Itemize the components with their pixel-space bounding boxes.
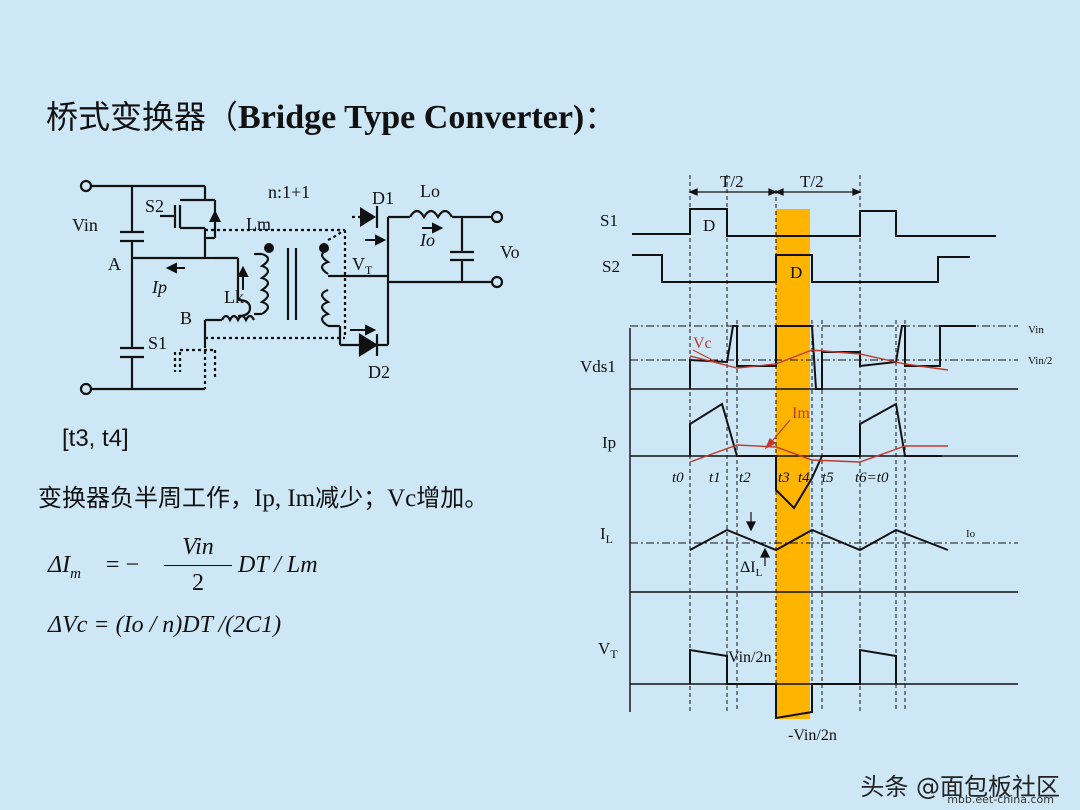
label-duty-s1: D <box>703 216 715 235</box>
slide-title: 桥式变换器（Bridge Type Converter)： <box>46 98 617 136</box>
row-label-s1: S1 <box>600 211 618 230</box>
switching-waveforms: T/2 T/2 S1 S2 Vds1 Ip IL VT D D Vin Vin/… <box>580 172 1052 744</box>
label-lo: Lo <box>420 181 440 201</box>
time-label-t1: t1 <box>709 470 721 486</box>
time-label-t5: t5 <box>822 470 834 486</box>
label-lk: Lk <box>224 287 244 307</box>
label-vt-negative: -Vin/2n <box>788 727 837 744</box>
row-label-ip: Ip <box>602 433 616 452</box>
label-node-a: A <box>108 254 121 274</box>
label-d1: D1 <box>372 188 394 208</box>
time-label-t6: t6=t0 <box>855 470 889 486</box>
time-interval: [t3, t4] <box>62 425 129 452</box>
row-label-s2: S2 <box>602 257 620 276</box>
time-label-t3: t3 <box>778 470 790 486</box>
label-vt-positive: Vin/2n <box>728 649 771 666</box>
label-turns-ratio: n:1+1 <box>268 182 310 202</box>
label-im: Im <box>792 405 810 422</box>
label-duty-s2: D <box>790 263 802 282</box>
time-label-t0: t0 <box>672 470 684 486</box>
label-d2: D2 <box>368 362 390 382</box>
label-half-period-1: T/2 <box>720 172 744 191</box>
label-vt: VT <box>352 254 373 277</box>
label-ip: Ip <box>151 277 167 297</box>
highlight-t3-t4 <box>776 209 810 719</box>
label-vin-half-level: Vin/2 <box>1028 355 1052 367</box>
time-label-t4: t4 <box>798 470 810 486</box>
operation-description: 变换器负半周工作，Ip, Im减少；Vc增加。 <box>38 484 489 512</box>
label-io-level: Io <box>966 528 976 540</box>
row-label-il: IL <box>600 524 613 546</box>
row-label-vt: VT <box>598 639 618 661</box>
label-vo: Vo <box>500 242 520 262</box>
label-vin-level: Vin <box>1028 324 1044 336</box>
label-half-period-2: T/2 <box>800 172 824 191</box>
label-lm: Lm <box>246 214 271 234</box>
label-io: Io <box>419 230 435 250</box>
watermark: 头条 @面包板社区 mbb.eet-china.com <box>860 773 1060 806</box>
label-s1: S1 <box>148 333 167 353</box>
equation-delta-vc: ΔVc = (Io / n)DT /(2C1) <box>48 612 282 638</box>
label-vc: Vc <box>693 335 712 352</box>
row-label-vds1: Vds1 <box>580 357 616 376</box>
label-node-b: B <box>180 308 192 328</box>
label-vin: Vin <box>72 215 98 235</box>
time-label-t2: t2 <box>739 470 751 486</box>
label-delta-il: ΔIL <box>740 559 763 579</box>
label-s2: S2 <box>145 196 164 216</box>
bridge-converter-schematic: Vin S2 S1 A B Ip Lm Lk n:1+1 D1 D2 Lo Io… <box>72 179 520 396</box>
